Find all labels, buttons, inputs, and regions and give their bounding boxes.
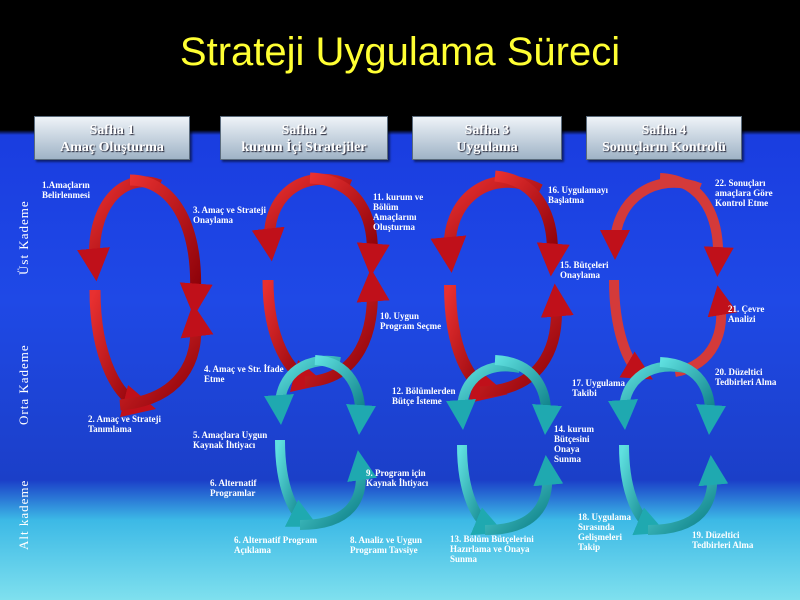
- red-arrow: [89, 289, 157, 417]
- step-11-label: 11. kurum ve Bölüm Amaçlarını Oluşturma: [373, 192, 424, 232]
- phase-3-number: Safha 3: [464, 123, 510, 138]
- red-arrow: [119, 303, 214, 411]
- red-arrow: [304, 268, 390, 388]
- page-title: Strateji Uygulama Süreci: [179, 30, 621, 74]
- teal-arrow: [619, 444, 666, 536]
- step-13-label: 13. Bölüm Bütçelerini Hazırlama ve Onaya…: [450, 534, 534, 564]
- step-18-label: 18. Uygulama Sırasında Gelişmeleri Takip: [578, 512, 632, 552]
- step-9-label: 9. Program için Kaynak İhtiyacı: [366, 468, 429, 488]
- teal-arrow: [484, 455, 564, 535]
- step-19-label: 19. Düzeltici Tedbirleri Alma: [692, 530, 754, 550]
- red-arrow: [659, 173, 734, 277]
- step-21-label: 21. Çevre Analizi: [728, 304, 765, 324]
- step-16-label: 16. Uygulamayı Başlatma: [548, 185, 609, 205]
- step-12-label: 12. Bölümlerden Bütçe İsteme: [392, 386, 456, 406]
- phase-3-header: Safha 3 Uygulama: [412, 116, 562, 160]
- teal-arrow: [299, 450, 377, 530]
- red-arrow: [309, 172, 390, 277]
- teal-arrow: [314, 355, 376, 435]
- teal-arrow: [457, 444, 504, 536]
- red-arrow: [262, 279, 327, 392]
- step-10-label: 10. Uygun Program Seçme: [380, 311, 442, 331]
- step-7-label: 6. Alternatif Program Açıklama: [234, 535, 318, 555]
- step-8-label: 8. Analiz ve Uygun Programı Tavsiye: [350, 535, 423, 555]
- red-arrow: [479, 283, 574, 398]
- phase-1-name: Amaç Oluşturma: [60, 140, 164, 155]
- step-4-label: 4. Amaç ve Str. İfade Etme: [204, 364, 284, 384]
- red-arrow: [129, 174, 213, 317]
- step-14-label: 14. kurum Bütçesini Onaya Sunma: [554, 424, 595, 464]
- red-arrow: [609, 279, 653, 380]
- red-arrow: [600, 177, 702, 260]
- step-20-label: 20. Düzeltici Tedbirleri Alma: [715, 367, 777, 387]
- phase-4-header: Safha 4 Sonuçların Kontrolü: [586, 116, 742, 160]
- phase-2-header: Safha 2 kurum İçi Stratejiler: [220, 116, 388, 160]
- step-2-label: 2. Amaç ve Strateji Tanımlama: [88, 414, 161, 434]
- step-15-label: 15. Bütçeleri Onaylama: [560, 260, 609, 280]
- teal-arrow: [275, 439, 319, 527]
- step-17-label: 17. Uygulama Takibi: [572, 378, 626, 398]
- teal-arrow: [494, 355, 562, 435]
- phase-1-number: Safha 1: [89, 123, 135, 138]
- step-3-label: 3. Amaç ve Strateji Onaylama: [193, 205, 266, 225]
- phase-2-number: Safha 2: [281, 123, 327, 138]
- step-22-label: 22. Sonuçları amaçlara Göre Kontrol Etme: [715, 178, 773, 208]
- phase-3-name: Uygulama: [456, 140, 518, 155]
- step-1-label: 1.Amaçların Belirlenmesi: [42, 180, 90, 200]
- teal-arrow: [659, 357, 726, 435]
- red-arrow: [494, 170, 570, 277]
- phase-4-name: Sonuçların Kontrolü: [602, 140, 726, 155]
- teal-arrow: [647, 455, 729, 535]
- phase-1-header: Safha 1 Amaç Oluşturma: [34, 116, 190, 160]
- phase-2-name: kurum İçi Stratejiler: [241, 140, 367, 155]
- step-5-label: 5. Amaçlara Uygun Kaynak İhtiyacı: [193, 430, 268, 450]
- step-6-label: 6. Alternatif Programlar: [210, 478, 257, 498]
- phase-4-number: Safha 4: [641, 123, 687, 138]
